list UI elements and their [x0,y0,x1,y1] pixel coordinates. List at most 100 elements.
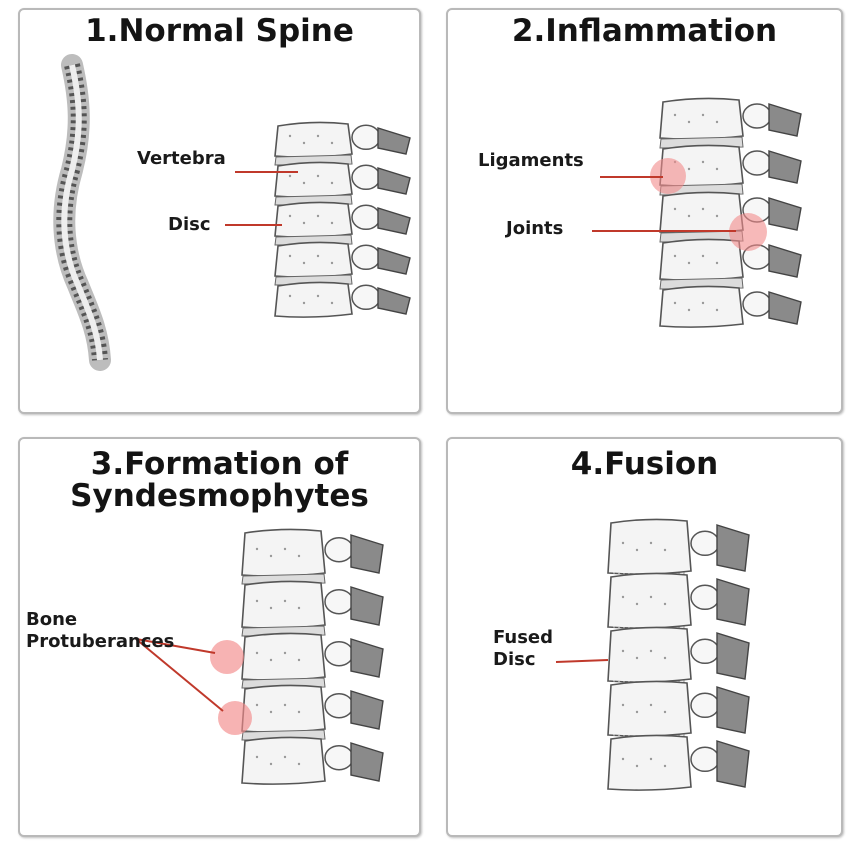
bone-texture-dot [331,262,333,264]
bone-texture-dot [303,142,305,144]
spinous-process [351,743,383,781]
bone-texture-dot [650,704,652,706]
spinous-process [351,587,383,625]
bone-texture-dot [688,215,690,217]
spinous-process [378,168,410,194]
bone-texture-dot [303,302,305,304]
bone-texture-dot [716,309,718,311]
bone-protuberances-label: Bone Protuberances [26,609,174,653]
label-line-1: Bone [26,609,174,631]
vertebra-label: Vertebra [137,148,226,169]
label-line-2: Disc [493,649,553,671]
vertebral-body [275,242,352,277]
bone-texture-dot [650,758,652,760]
bone-texture-dot [289,215,291,217]
vertebral-body [275,282,352,317]
bone-texture-dot [650,650,652,652]
bone-texture-dot [270,763,272,765]
fused-disc-label: Fused Disc [493,627,553,671]
panel-inflammation: 2.Inflammation Ligaments Joints [446,8,843,414]
bone-texture-dot [284,548,286,550]
spinous-process [351,639,383,677]
bone-texture-dot [650,596,652,598]
bone-texture-dot [702,255,704,257]
bone-texture-dot [284,600,286,602]
facet-joint [691,585,719,609]
bone-texture-dot [650,542,652,544]
facet-joint [325,746,353,770]
facet-joint [352,285,380,309]
spinous-process [351,691,383,729]
bone-texture-dot [636,765,638,767]
full-spine-illustration [64,65,100,360]
spinous-process [717,633,749,679]
bone-texture-dot [284,652,286,654]
lumbar-segment-illustration [275,122,410,317]
spinous-process [717,741,749,787]
bone-texture-dot [664,603,666,605]
bone-texture-dot [331,302,333,304]
label-line-2: Protuberances [26,631,174,653]
bone-texture-dot [284,704,286,706]
spinous-process [717,687,749,733]
vertebral-body [660,286,743,327]
facet-joint [743,104,771,128]
bone-texture-dot [674,302,676,304]
bone-texture-dot [289,255,291,257]
facet-joint [691,531,719,555]
bone-texture-dot [716,121,718,123]
facet-joint [691,747,719,771]
label-line-1: Fused [493,627,553,649]
vertebral-body [608,519,691,574]
spinous-process [378,248,410,274]
vertebral-body [275,122,352,157]
vertebral-body [242,633,325,680]
bone-texture-dot [688,262,690,264]
bone-texture-dot [716,168,718,170]
facet-joint [352,125,380,149]
spinous-process [717,525,749,571]
panel-normal-spine: 1.Normal Spine Vertebra Disc [18,8,421,414]
bone-texture-dot [270,607,272,609]
facet-joint [743,292,771,316]
bone-texture-dot [622,542,624,544]
disc-label: Disc [168,214,211,235]
spinous-process [378,288,410,314]
bone-texture-dot [331,142,333,144]
bone-texture-dot [256,600,258,602]
bone-texture-dot [636,657,638,659]
facet-joint [325,642,353,666]
bone-texture-dot [256,652,258,654]
bone-texture-dot [270,555,272,557]
bone-texture-dot [303,182,305,184]
ligaments-label: Ligaments [478,150,584,171]
vertebral-body [660,239,743,280]
facet-joint [743,151,771,175]
lumbar-segment-illustration [608,519,749,790]
bone-texture-dot [256,548,258,550]
spinous-process [769,198,801,230]
spinous-process [769,245,801,277]
panel-formation-of-syndesmophytes: 3.Formation of Syndesmophytes Bone Protu… [18,437,421,837]
vertebral-body [608,627,691,682]
bone-texture-dot [289,135,291,137]
bone-texture-dot [664,549,666,551]
bone-texture-dot [317,255,319,257]
bone-texture-dot [289,175,291,177]
bone-texture-dot [702,161,704,163]
lumbar-segment-illustration [660,98,801,327]
facet-joint [691,639,719,663]
bone-texture-dot [331,182,333,184]
facet-joint [325,694,353,718]
normal-spine-illustration [20,10,423,416]
bone-texture-dot [317,295,319,297]
bone-protuberance-highlight-lower [218,701,252,735]
facet-joint [352,165,380,189]
vertebral-body [608,573,691,628]
bone-texture-dot [331,222,333,224]
bone-texture-dot [716,262,718,264]
bone-texture-dot [303,262,305,264]
bone-protuberance-highlight-upper [210,640,244,674]
spinous-process [717,579,749,625]
bone-texture-dot [636,549,638,551]
